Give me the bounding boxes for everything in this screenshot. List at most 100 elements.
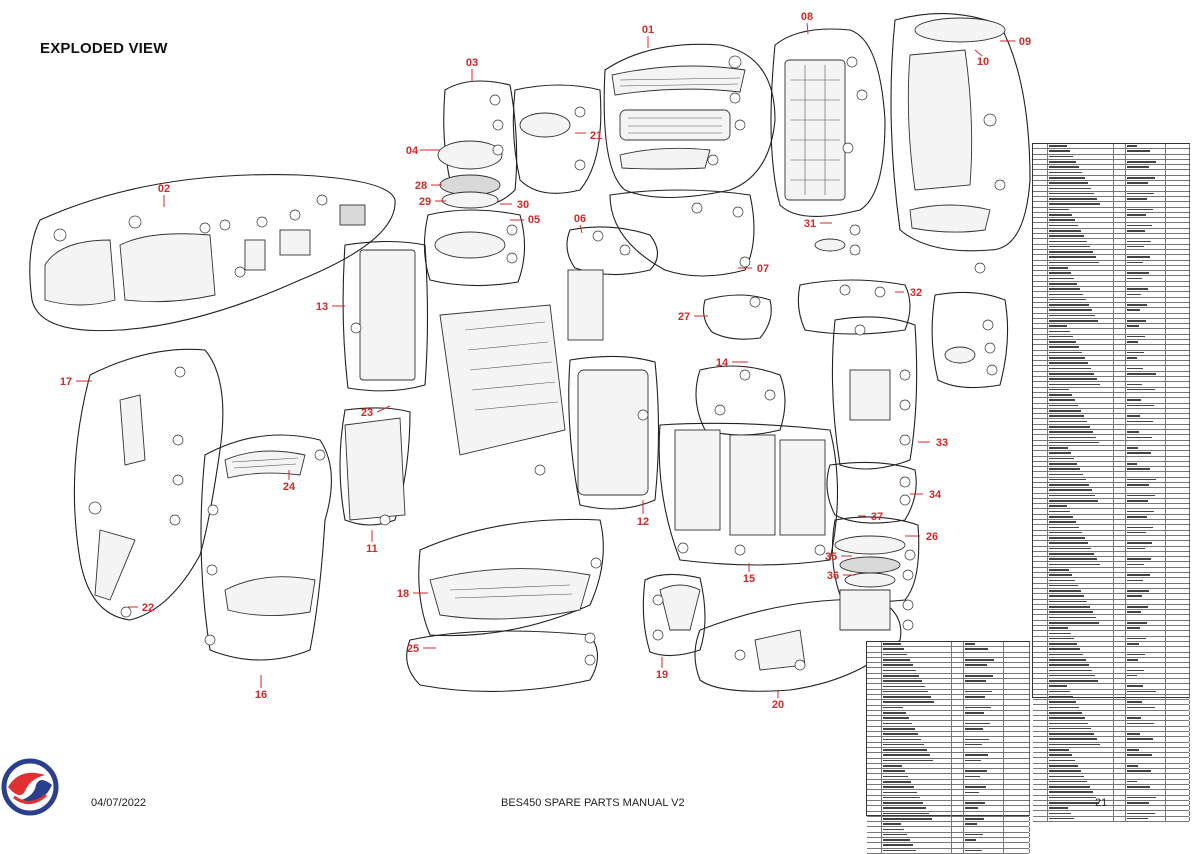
- table-row: [1033, 144, 1190, 150]
- table-row: [1033, 440, 1190, 446]
- table-row: [1033, 678, 1190, 685]
- part-bubble-code: ·: [907, 603, 909, 608]
- table-row: [867, 663, 1030, 669]
- table-row: [1033, 398, 1190, 404]
- callout-04: 04: [406, 145, 419, 157]
- part-bubble-code: ·: [94, 506, 96, 511]
- table-row: [867, 774, 1030, 780]
- table-row: [1033, 281, 1190, 288]
- table-row: [1033, 408, 1190, 415]
- table-row: [1033, 594, 1190, 600]
- table-row: [1033, 806, 1190, 812]
- table-row: [1033, 366, 1190, 372]
- table-row: [1033, 721, 1190, 727]
- part-bubble-code: ·: [624, 248, 626, 253]
- parts-list-table-right: [1032, 143, 1190, 822]
- table-row: [1033, 610, 1190, 616]
- part-bubble-code: ·: [859, 328, 861, 333]
- table-row: [1033, 287, 1190, 293]
- part-bubble-code: ·: [174, 518, 176, 523]
- table-row: [1033, 191, 1190, 197]
- part-bubble-code: ·: [682, 546, 684, 551]
- part-bubble-code: ·: [987, 323, 989, 328]
- table-row: [1033, 445, 1190, 452]
- table-row: [1033, 461, 1190, 468]
- part-bubble-code: ·: [579, 110, 581, 115]
- table-row: [1033, 726, 1190, 732]
- table-row: [1033, 355, 1190, 362]
- table-row: [1033, 588, 1190, 595]
- table-row: [1033, 228, 1190, 235]
- part-bubble-code: ·: [904, 438, 906, 443]
- footer-date: 04/07/2022: [91, 797, 147, 809]
- table-row: [1033, 731, 1190, 738]
- part-bubble-code: ·: [384, 518, 386, 523]
- part-bubble-code: ·: [177, 438, 179, 443]
- table-row: [1033, 684, 1190, 690]
- part-bubble-code: ·: [212, 508, 214, 513]
- table-row: [867, 806, 1030, 812]
- table-row: [867, 753, 1030, 759]
- part-bubble-code: ·: [134, 220, 136, 225]
- table-row: [1033, 196, 1190, 203]
- callout-37: 37: [871, 511, 883, 523]
- table-row: [1033, 689, 1190, 695]
- table-row: [1033, 302, 1190, 309]
- table-row: [1033, 530, 1190, 536]
- table-row: [1033, 324, 1190, 330]
- part-bubble-code: ·: [991, 368, 993, 373]
- callout-01: 01: [642, 24, 654, 36]
- part-bubble-code: ·: [589, 658, 591, 663]
- table-row: [1033, 631, 1190, 637]
- table-row: [1033, 387, 1190, 393]
- table-row: [1033, 377, 1190, 383]
- table-row: [1033, 604, 1190, 611]
- table-row: [867, 763, 1030, 770]
- callout-33: 33: [936, 437, 948, 449]
- table-row: [1033, 541, 1190, 547]
- callout-18: 18: [397, 588, 409, 600]
- table-row: [1033, 361, 1190, 367]
- table-row: [1033, 779, 1190, 785]
- table-row: [1033, 562, 1190, 568]
- part-bubble-code: ·: [737, 210, 739, 215]
- callout-34: 34: [929, 489, 942, 501]
- table-row: [1033, 271, 1190, 277]
- table-row: [867, 742, 1030, 748]
- table-row: [867, 800, 1030, 807]
- table-row: [1033, 816, 1190, 822]
- part-bubble-code: ·: [907, 623, 909, 628]
- table-row: [1033, 212, 1190, 219]
- table-row: [867, 716, 1030, 722]
- table-row: [1033, 339, 1190, 346]
- table-row: [1033, 737, 1190, 743]
- table-row: [1033, 451, 1190, 457]
- part-bubble-code: ·: [539, 468, 541, 473]
- table-row: [1033, 525, 1190, 531]
- table-row: [867, 726, 1030, 733]
- part-bubble-code: ·: [497, 148, 499, 153]
- table-row: [1033, 774, 1190, 780]
- page-heading: EXPLODED VIEW: [40, 40, 168, 57]
- part-bubble-code: ·: [739, 653, 741, 658]
- callout-labels: 01 02 03 04 05 06 07 08 09 10 11 12 13 1…: [60, 11, 1031, 711]
- table-row: [1033, 546, 1190, 552]
- part-bubble-code: ·: [355, 326, 357, 331]
- table-row: [867, 779, 1030, 786]
- table-row: [1033, 414, 1190, 420]
- part-bubble-code: ·: [589, 636, 591, 641]
- part-bubble-code: ·: [294, 213, 296, 218]
- table-row: [867, 657, 1030, 664]
- part-bubble-code: ·: [224, 223, 226, 228]
- table-row: [867, 790, 1030, 796]
- part-bubble-code: ·: [657, 633, 659, 638]
- part-bubble-code: ·: [909, 553, 911, 558]
- table-row: [1033, 615, 1190, 621]
- table-row: [1033, 742, 1190, 748]
- table-row: [1033, 154, 1190, 160]
- table-row: [1033, 647, 1190, 653]
- table-row: [1033, 329, 1190, 335]
- page-number: 21: [1095, 797, 1108, 809]
- part-bubble-code: ·: [59, 233, 61, 238]
- part-bubble-code: ·: [204, 226, 206, 231]
